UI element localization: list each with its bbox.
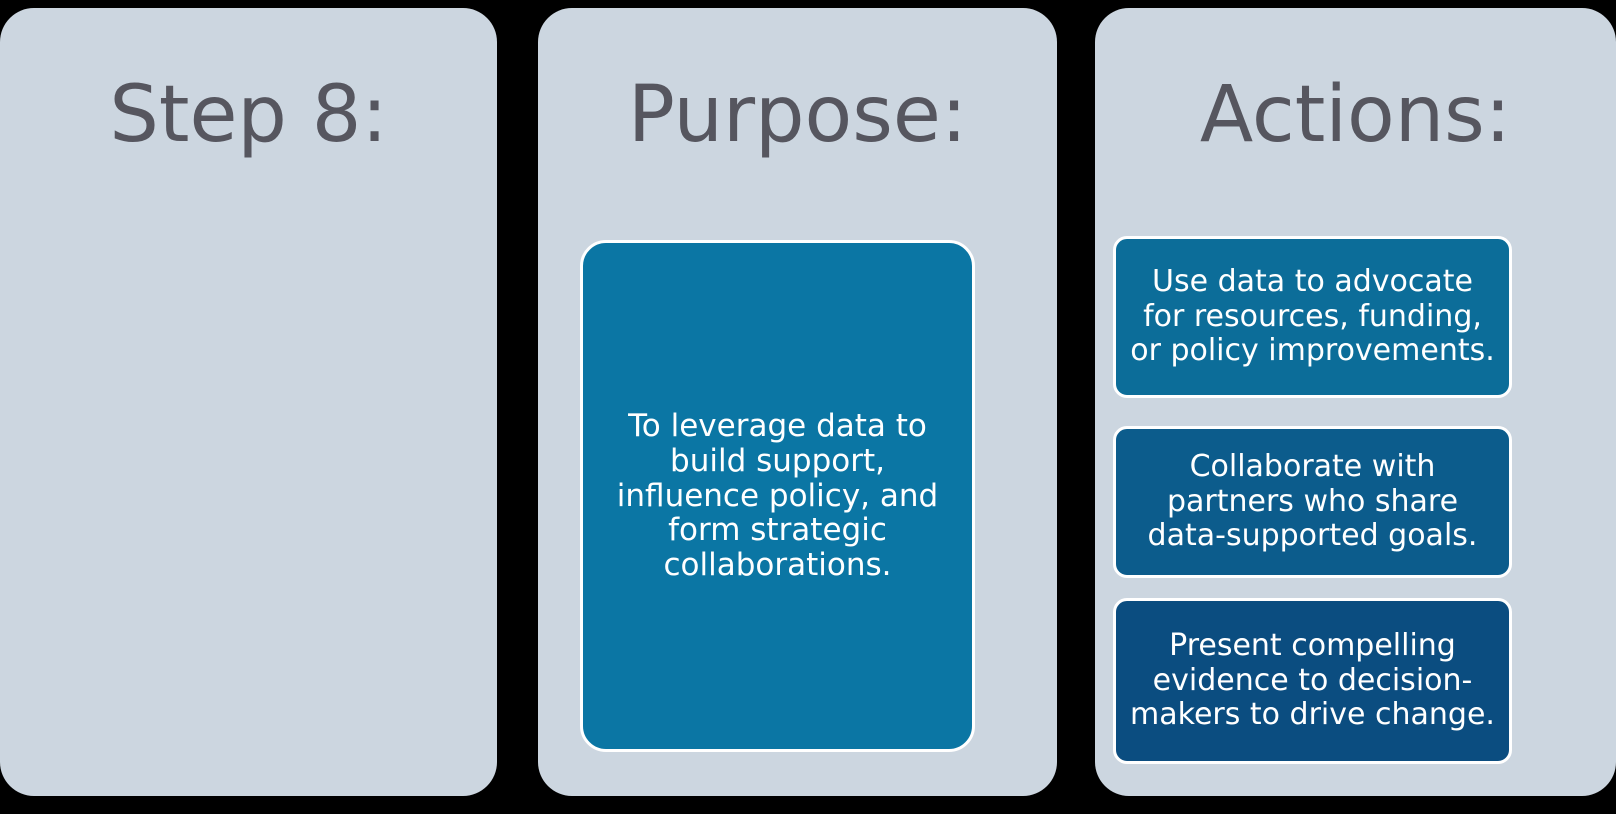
- action-card-collaborate: Collaborate with partners who share data…: [1113, 426, 1512, 578]
- panel-actions: Actions: Use data to advocate for resour…: [1095, 8, 1616, 796]
- purpose-card-text: To leverage data to build support, influ…: [616, 408, 939, 584]
- action-card-present-evidence: Present compelling evidence to decision-…: [1113, 598, 1512, 764]
- panel-purpose-title: Purpose:: [627, 70, 968, 160]
- action-card-text: Present compelling evidence to decision-…: [1130, 628, 1495, 733]
- action-card-text: Use data to advocate for resources, fund…: [1130, 264, 1495, 369]
- panel-step-title: Step 8:: [109, 70, 388, 160]
- action-card-text: Collaborate with partners who share data…: [1147, 449, 1478, 554]
- purpose-card: To leverage data to build support, influ…: [580, 240, 975, 752]
- panel-actions-title: Actions:: [1199, 70, 1512, 160]
- panel-purpose: Purpose: To leverage data to build suppo…: [538, 8, 1057, 796]
- action-card-advocate: Use data to advocate for resources, fund…: [1113, 236, 1512, 398]
- panel-step: Step 8:: [0, 8, 497, 796]
